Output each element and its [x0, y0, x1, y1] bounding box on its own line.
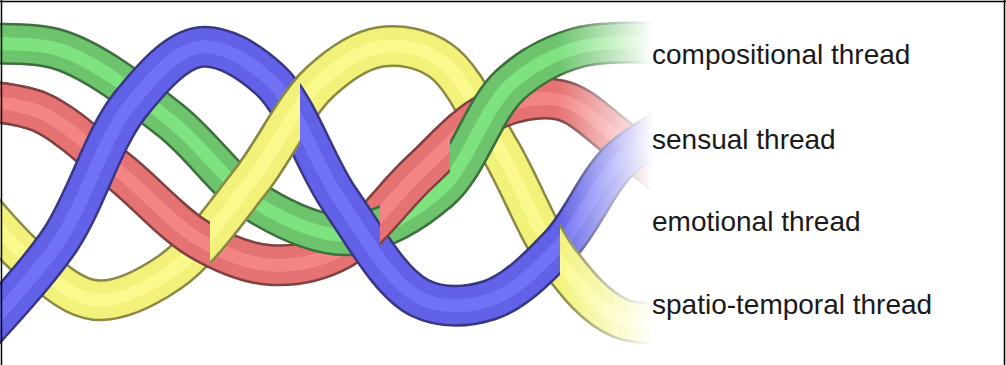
- thread-ribbon: [0, 98, 60, 265]
- thread-highlight: [560, 46, 700, 324]
- thread-outline: [0, 98, 60, 265]
- thread-highlight: [380, 98, 450, 265]
- thread-crossing: [210, 46, 300, 324]
- thread-outline: [380, 98, 450, 265]
- thread-label: compositional thread: [652, 38, 910, 72]
- thread-outline: [450, 42, 525, 235]
- thread-label: spatio-temporal thread: [652, 288, 932, 322]
- frame-line: [1, 0, 3, 365]
- thread-ribbon: [380, 98, 450, 265]
- thread-highlight: [210, 46, 300, 324]
- thread-crossing: [380, 98, 450, 265]
- thread-crossing: [0, 98, 60, 265]
- thread-label: emotional thread: [652, 205, 861, 239]
- thread-highlight: [0, 98, 60, 265]
- braid-group: [0, 42, 700, 335]
- thread-outline: [210, 46, 300, 324]
- thread-ribbon: [560, 46, 700, 324]
- frame-line: [0, 1, 1006, 3]
- frame-line: [1004, 0, 1006, 365]
- thread-crossing: [560, 46, 700, 324]
- thread-outline: [560, 46, 700, 324]
- thread-ribbon: [450, 42, 525, 235]
- thread-highlight: [450, 42, 525, 235]
- thread-ribbon: [210, 46, 300, 324]
- thread-label: sensual thread: [652, 123, 836, 157]
- thread-crossing: [450, 42, 525, 235]
